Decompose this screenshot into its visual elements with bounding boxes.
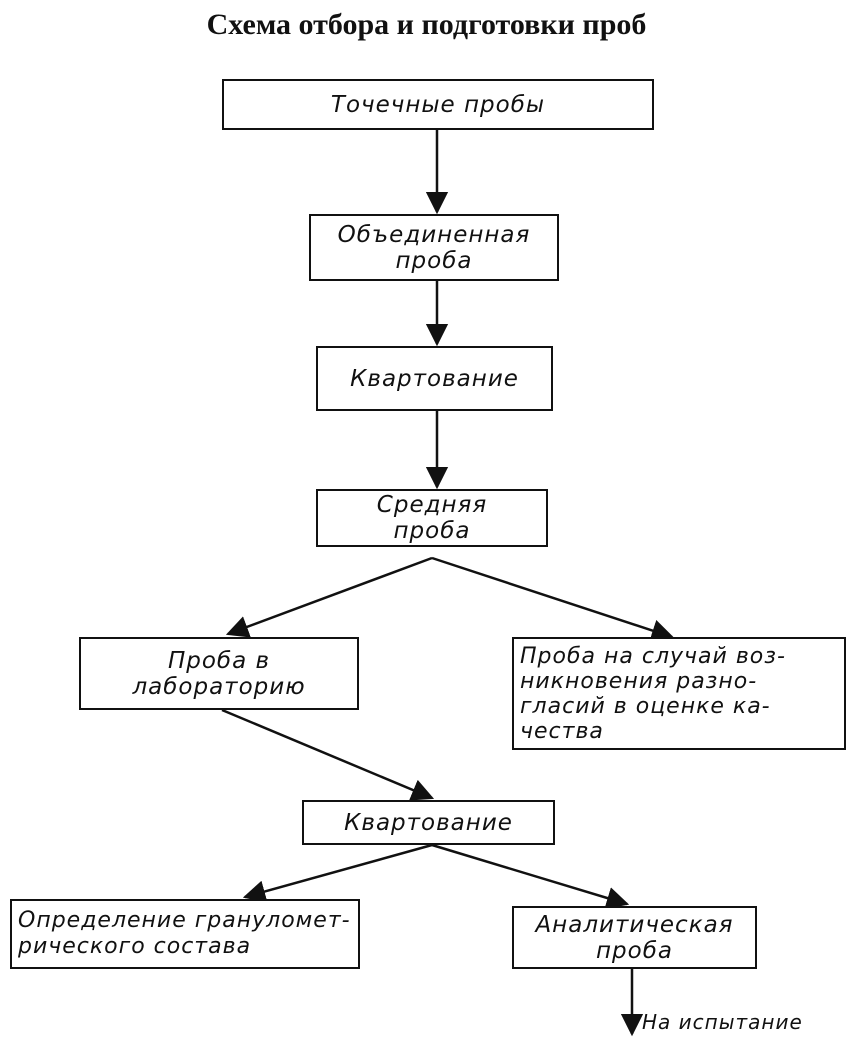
node-lab-sample: Проба в лабораторию bbox=[79, 637, 359, 710]
node-point-samples: Точечные пробы bbox=[222, 79, 654, 130]
diagram-title: Схема отбора и подготовки проб bbox=[206, 8, 647, 41]
arrow-average-to-lab bbox=[225, 556, 433, 638]
node-average-sample: Средняя проба bbox=[316, 489, 548, 547]
arrow-quartering-to-granulometric bbox=[242, 843, 433, 903]
node-granulometric: Определение грануломет- рического состав… bbox=[10, 899, 360, 969]
arrow-average-to-dispute bbox=[431, 556, 675, 642]
node-dispute-sample: Проба на случай воз- никновения разно- г… bbox=[512, 637, 846, 750]
node-analytical-sample: Аналитическая проба bbox=[512, 906, 757, 969]
node-combined-sample: Объединенная проба bbox=[309, 214, 559, 281]
arrow-quartering-to-analytical bbox=[431, 843, 630, 909]
node-quartering-2: Квартование bbox=[302, 800, 555, 845]
label-to-testing: На испытание bbox=[642, 1010, 803, 1034]
node-quartering-1: Квартование bbox=[316, 346, 553, 411]
arrow-lab-to-quartering bbox=[221, 708, 435, 801]
